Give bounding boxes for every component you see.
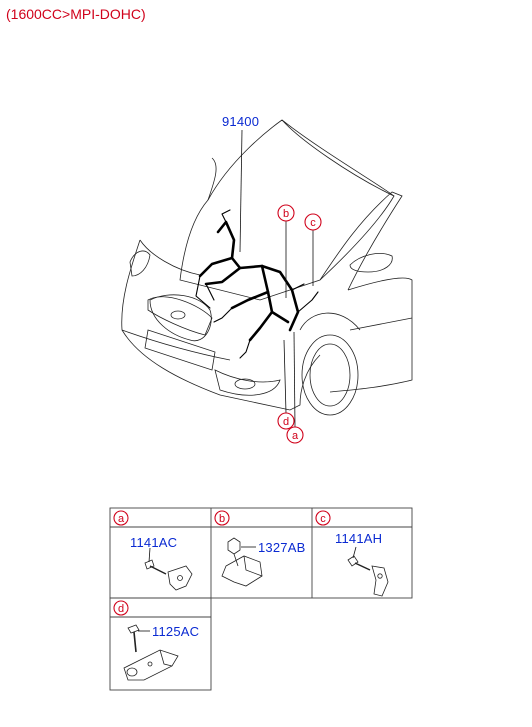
svg-text:d: d (118, 603, 124, 615)
svg-text:a: a (118, 513, 125, 525)
part-number-1327AB[interactable]: 1327AB (258, 540, 306, 555)
part-number-1141AH[interactable]: 1141AH (335, 531, 383, 546)
part-drawing-1141AC (144, 559, 193, 591)
svg-text:b: b (283, 208, 289, 220)
part-number-1141AC[interactable]: 1141AC (130, 535, 178, 550)
part-drawing-1327AB (221, 537, 263, 587)
part-drawing-1141AH (347, 555, 389, 597)
svg-text:c: c (310, 217, 316, 229)
svg-text:d: d (283, 416, 289, 428)
callout-a[interactable]: a (286, 426, 304, 444)
svg-text:a: a (292, 430, 299, 442)
table-callout-c: c (315, 510, 331, 526)
detail-table (109, 507, 413, 691)
car-illustration (121, 119, 413, 416)
leader-91400 (239, 129, 243, 253)
engine-spec-title: (1600CC>MPI-DOHC) (6, 6, 146, 22)
callout-c[interactable]: c (304, 213, 322, 231)
callout-b[interactable]: b (277, 204, 295, 222)
callout-d[interactable]: d (277, 412, 295, 430)
leader-a (293, 331, 296, 428)
part-drawing-1125AC (123, 624, 179, 681)
table-callout-a: a (113, 510, 129, 526)
leader-d (283, 339, 287, 414)
svg-text:c: c (320, 513, 326, 525)
wiring-harness[interactable] (195, 209, 319, 359)
part-number-1125AC[interactable]: 1125AC (152, 624, 200, 639)
table-callout-b: b (214, 510, 230, 526)
svg-text:b: b (219, 513, 225, 525)
main-part-number[interactable]: 91400 (222, 114, 260, 129)
table-callout-d: d (113, 600, 129, 616)
